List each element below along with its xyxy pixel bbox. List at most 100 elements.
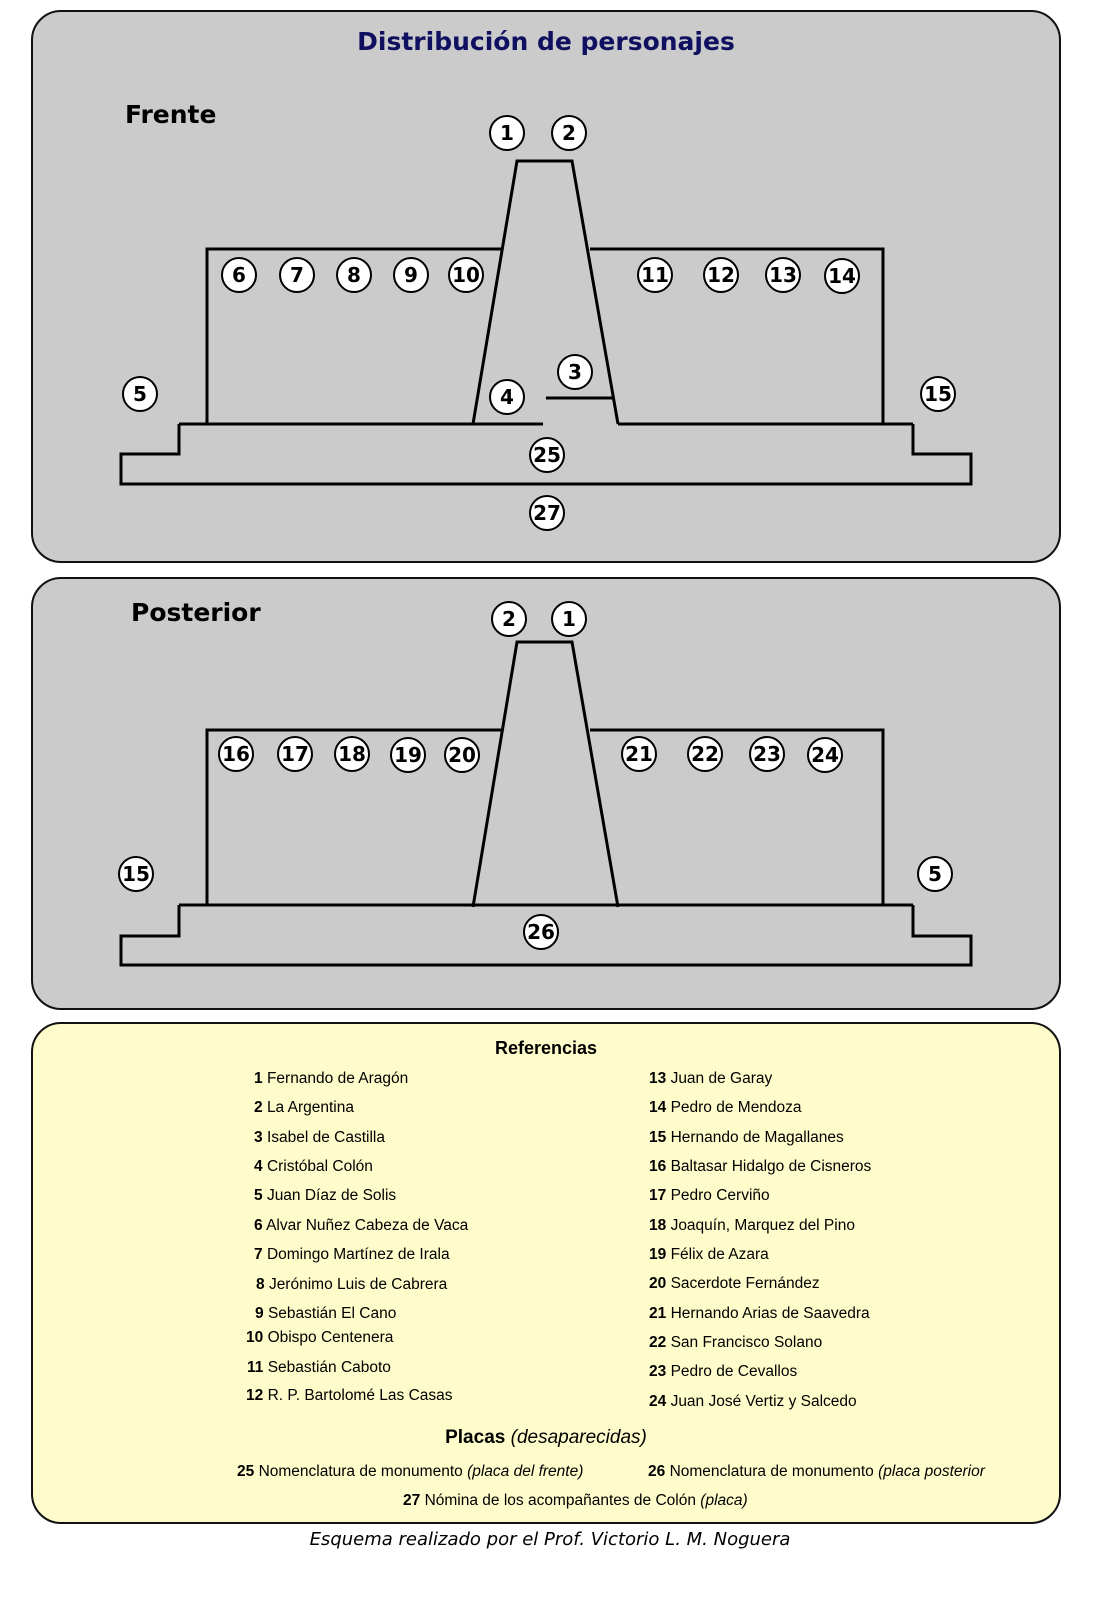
author-credit: Esquema realizado por el Prof. Victorio …: [309, 1529, 791, 1550]
front-central-column: [471, 159, 620, 425]
diagram-title: Distribución de personajes: [357, 27, 735, 56]
svg-text:21: 21: [625, 742, 653, 766]
front-marker-25: 25: [529, 437, 565, 473]
svg-text:12: 12: [707, 263, 735, 287]
reference-item: 1 Fernando de Aragón: [254, 1070, 409, 1087]
reference-item: 6 Alvar Nuñez Cabeza de Vaca: [254, 1217, 469, 1234]
svg-text:22: 22: [691, 742, 719, 766]
front-base-outline: [119, 424, 973, 486]
front-marker-12: 12: [703, 257, 739, 293]
svg-text:23: 23: [753, 742, 781, 766]
svg-text:1: 1: [562, 607, 576, 631]
front-marker-2: 2: [551, 115, 587, 151]
reference-item: 18 Joaquín, Marquez del Pino: [649, 1217, 855, 1234]
reference-item: 23 Pedro de Cevallos: [649, 1363, 798, 1380]
back-marker-17: 17: [277, 736, 313, 772]
reference-item: 4 Cristóbal Colón: [254, 1158, 373, 1175]
back-marker-2: 2: [491, 601, 527, 637]
svg-text:18: 18: [338, 742, 366, 766]
front-marker-4: 4: [489, 379, 525, 415]
front-marker-6: 6: [221, 257, 257, 293]
svg-text:2: 2: [502, 607, 516, 631]
svg-text:2: 2: [562, 121, 576, 145]
reference-item: 19 Félix de Azara: [649, 1246, 769, 1263]
back-central-column: [471, 640, 620, 908]
back-marker-1: 1: [551, 601, 587, 637]
svg-text:7: 7: [290, 263, 304, 287]
front-view-label: Frente: [125, 100, 217, 129]
plaque-item: 25 Nomenclatura de monumento (placa del …: [237, 1463, 584, 1480]
svg-text:13: 13: [769, 263, 797, 287]
svg-text:6: 6: [232, 263, 246, 287]
svg-text:10: 10: [452, 263, 480, 287]
front-marker-1: 1: [489, 115, 525, 151]
svg-text:4: 4: [500, 385, 514, 409]
back-marker-26: 26: [523, 914, 559, 950]
svg-text:20: 20: [448, 743, 476, 767]
svg-text:24: 24: [811, 743, 839, 767]
back-marker-15: 15: [118, 856, 154, 892]
front-marker-11: 11: [637, 257, 673, 293]
back-right-wall: [590, 728, 885, 905]
reference-item: 14 Pedro de Mendoza: [649, 1099, 802, 1116]
svg-text:5: 5: [133, 382, 147, 406]
front-marker-7: 7: [279, 257, 315, 293]
svg-text:5: 5: [928, 862, 942, 886]
back-marker-20: 20: [444, 737, 480, 773]
svg-text:15: 15: [924, 382, 952, 406]
svg-text:14: 14: [828, 264, 856, 288]
back-markers: 2 1 16 17 18 19 20 21 22 23 24 15 5 26: [118, 601, 953, 950]
back-marker-23: 23: [749, 736, 785, 772]
plaques-heading: Placas (desaparecidas): [445, 1427, 647, 1448]
front-marker-14: 14: [824, 258, 860, 294]
back-view-panel: Posterior 2 1 16 17 18 19 20 21 22 23 24…: [31, 577, 1061, 1010]
front-right-wall: [590, 247, 885, 424]
back-marker-24: 24: [807, 737, 843, 773]
svg-text:1: 1: [500, 121, 514, 145]
front-marker-3: 3: [557, 354, 593, 390]
svg-text:17: 17: [281, 742, 309, 766]
reference-item: 12 R. P. Bartolomé Las Casas: [246, 1387, 453, 1404]
reference-item: 8 Jerónimo Luis de Cabrera: [256, 1276, 448, 1293]
reference-item: 9 Sebastián El Cano: [255, 1305, 397, 1322]
front-marker-13: 13: [765, 257, 801, 293]
front-left-wall: [205, 247, 503, 424]
front-marker-27: 27: [529, 495, 565, 531]
back-base-outline: [119, 905, 973, 967]
svg-text:11: 11: [641, 263, 669, 287]
front-marker-5: 5: [122, 376, 158, 412]
front-view-panel: Distribución de personajes Frente 1 2 3 …: [31, 10, 1061, 563]
svg-text:15: 15: [122, 862, 150, 886]
reference-item: 21 Hernando Arias de Saavedra: [649, 1305, 870, 1322]
svg-text:8: 8: [347, 263, 361, 287]
svg-text:25: 25: [533, 443, 561, 467]
reference-item: 7 Domingo Martínez de Irala: [254, 1246, 450, 1263]
back-view-label: Posterior: [131, 598, 261, 627]
plaque-item: 27 Nómina de los acompañantes de Colón (…: [403, 1492, 748, 1509]
plaque-item: 26 Nomenclatura de monumento (placa post…: [648, 1463, 985, 1480]
references-panel: Referencias 1 Fernando de Aragón 2 La Ar…: [31, 1022, 1061, 1524]
reference-item: 10 Obispo Centenera: [246, 1329, 394, 1346]
front-markers: 1 2 3 4 5 6 7 8 9 10 11 12 13 14 15 25 2…: [122, 115, 956, 531]
reference-item: 13 Juan de Garay: [649, 1070, 773, 1087]
references-heading: Referencias: [494, 1038, 598, 1058]
back-marker-19: 19: [390, 737, 426, 773]
back-monument-drawing: 2 1 16 17 18 19 20 21 22 23 24 15 5 26: [118, 601, 973, 967]
back-marker-21: 21: [621, 736, 657, 772]
svg-text:16: 16: [222, 742, 250, 766]
back-marker-16: 16: [218, 736, 254, 772]
reference-item: 20 Sacerdote Fernández: [649, 1275, 820, 1292]
reference-item: 2 La Argentina: [254, 1099, 354, 1116]
reference-item: 5 Juan Díaz de Solis: [254, 1187, 397, 1204]
svg-text:27: 27: [533, 501, 561, 525]
svg-text:9: 9: [404, 263, 418, 287]
back-marker-5: 5: [917, 856, 953, 892]
back-left-wall: [205, 728, 503, 905]
back-marker-22: 22: [687, 736, 723, 772]
reference-item: 11 Sebastián Caboto: [247, 1359, 391, 1376]
front-monument-drawing: 1 2 3 4 5 6 7 8 9 10 11 12 13 14 15 25 2…: [119, 115, 973, 531]
reference-item: 3 Isabel de Castilla: [254, 1129, 385, 1146]
reference-item: 15 Hernando de Magallanes: [649, 1129, 844, 1146]
reference-item: 24 Juan José Vertiz y Salcedo: [649, 1393, 857, 1410]
front-marker-9: 9: [393, 257, 429, 293]
